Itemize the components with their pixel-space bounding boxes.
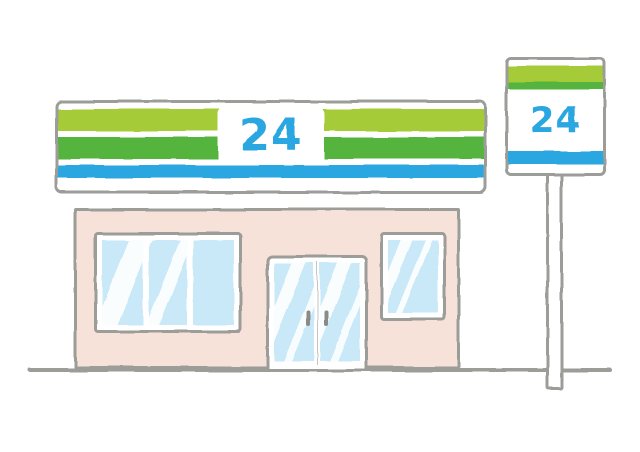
pole-sign-stripe-green bbox=[508, 82, 603, 89]
pole-sign-stripe-blue bbox=[508, 151, 603, 164]
window-mullion bbox=[186, 240, 193, 325]
pole-sign: 24 bbox=[505, 57, 606, 176]
right-window bbox=[380, 232, 446, 321]
door-handle-right bbox=[324, 310, 328, 326]
right-window-glass bbox=[388, 240, 438, 313]
store-fascia-sign: 24 bbox=[55, 100, 487, 194]
door-center-seam bbox=[317, 262, 318, 365]
fascia-stripe-white-top bbox=[58, 103, 484, 109]
pole-sign-number: 24 bbox=[529, 99, 582, 141]
left-window-glass bbox=[102, 240, 234, 325]
entrance-door bbox=[266, 255, 368, 372]
fascia-number-panel: 24 bbox=[218, 107, 324, 165]
fascia-stripe-blue bbox=[58, 165, 484, 178]
window-mullion bbox=[142, 240, 149, 325]
sign-pole bbox=[546, 170, 563, 390]
pole-sign-stripe-yellow-green bbox=[508, 66, 603, 82]
door-handle-left bbox=[306, 310, 310, 326]
left-window bbox=[94, 232, 242, 333]
store-sign-number: 24 bbox=[239, 110, 303, 161]
pole-sign-stripe-white-top bbox=[508, 60, 603, 66]
